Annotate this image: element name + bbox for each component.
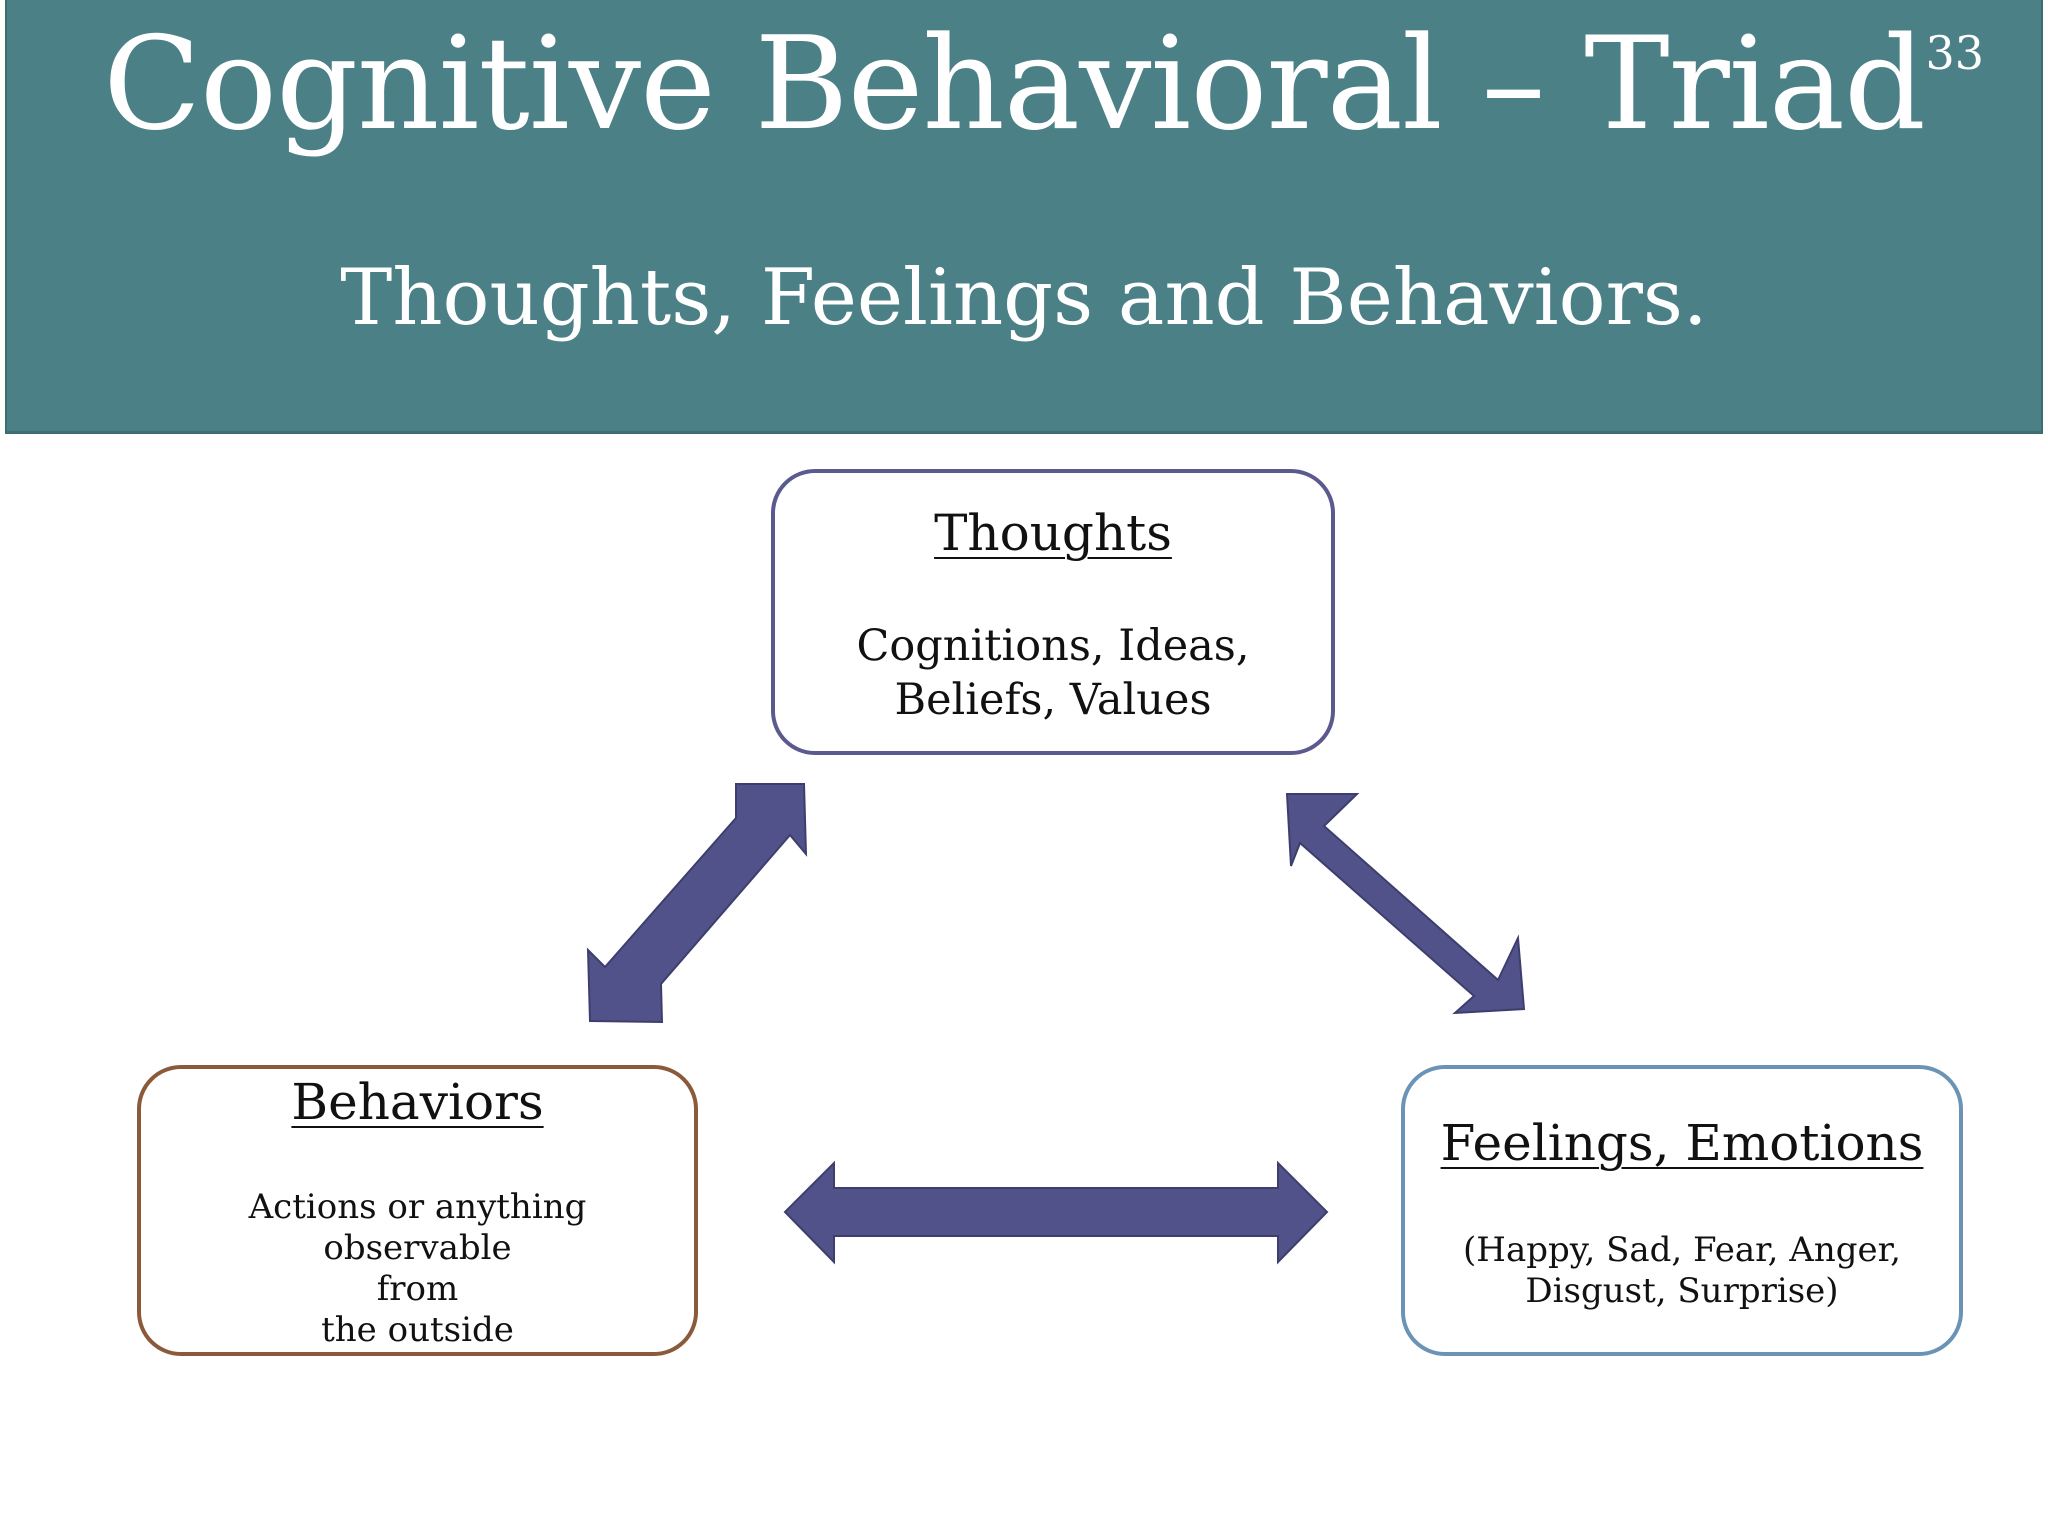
node-behaviors-body: Actions or anything observable from the … bbox=[248, 1187, 587, 1350]
slide-subtitle: Thoughts, Feelings and Behaviors. bbox=[340, 253, 1708, 343]
node-thoughts: Thoughts Cognitions, Ideas, Beliefs, Val… bbox=[771, 469, 1335, 755]
node-behaviors-title: Behaviors bbox=[291, 1073, 544, 1131]
title-banner bbox=[5, 0, 2043, 434]
node-behaviors: Behaviors Actions or anything observable… bbox=[137, 1065, 698, 1356]
node-feelings-title: Feelings, Emotions bbox=[1440, 1114, 1924, 1172]
arrow-thoughts-feelings bbox=[1285, 793, 1526, 1015]
node-feelings: Feelings, Emotions (Happy, Sad, Fear, An… bbox=[1401, 1065, 1963, 1356]
arrow-behaviors-feelings bbox=[783, 1160, 1329, 1265]
node-thoughts-body: Cognitions, Ideas, Beliefs, Values bbox=[856, 621, 1250, 725]
node-thoughts-title: Thoughts bbox=[934, 504, 1172, 562]
node-feelings-body: (Happy, Sad, Fear, Anger, Disgust, Surpr… bbox=[1463, 1230, 1901, 1311]
slide-number: 33 bbox=[1925, 26, 1984, 80]
slide-title: Cognitive Behavioral – Triad bbox=[103, 10, 1926, 159]
arrow-thoughts-behaviors bbox=[586, 783, 808, 1024]
